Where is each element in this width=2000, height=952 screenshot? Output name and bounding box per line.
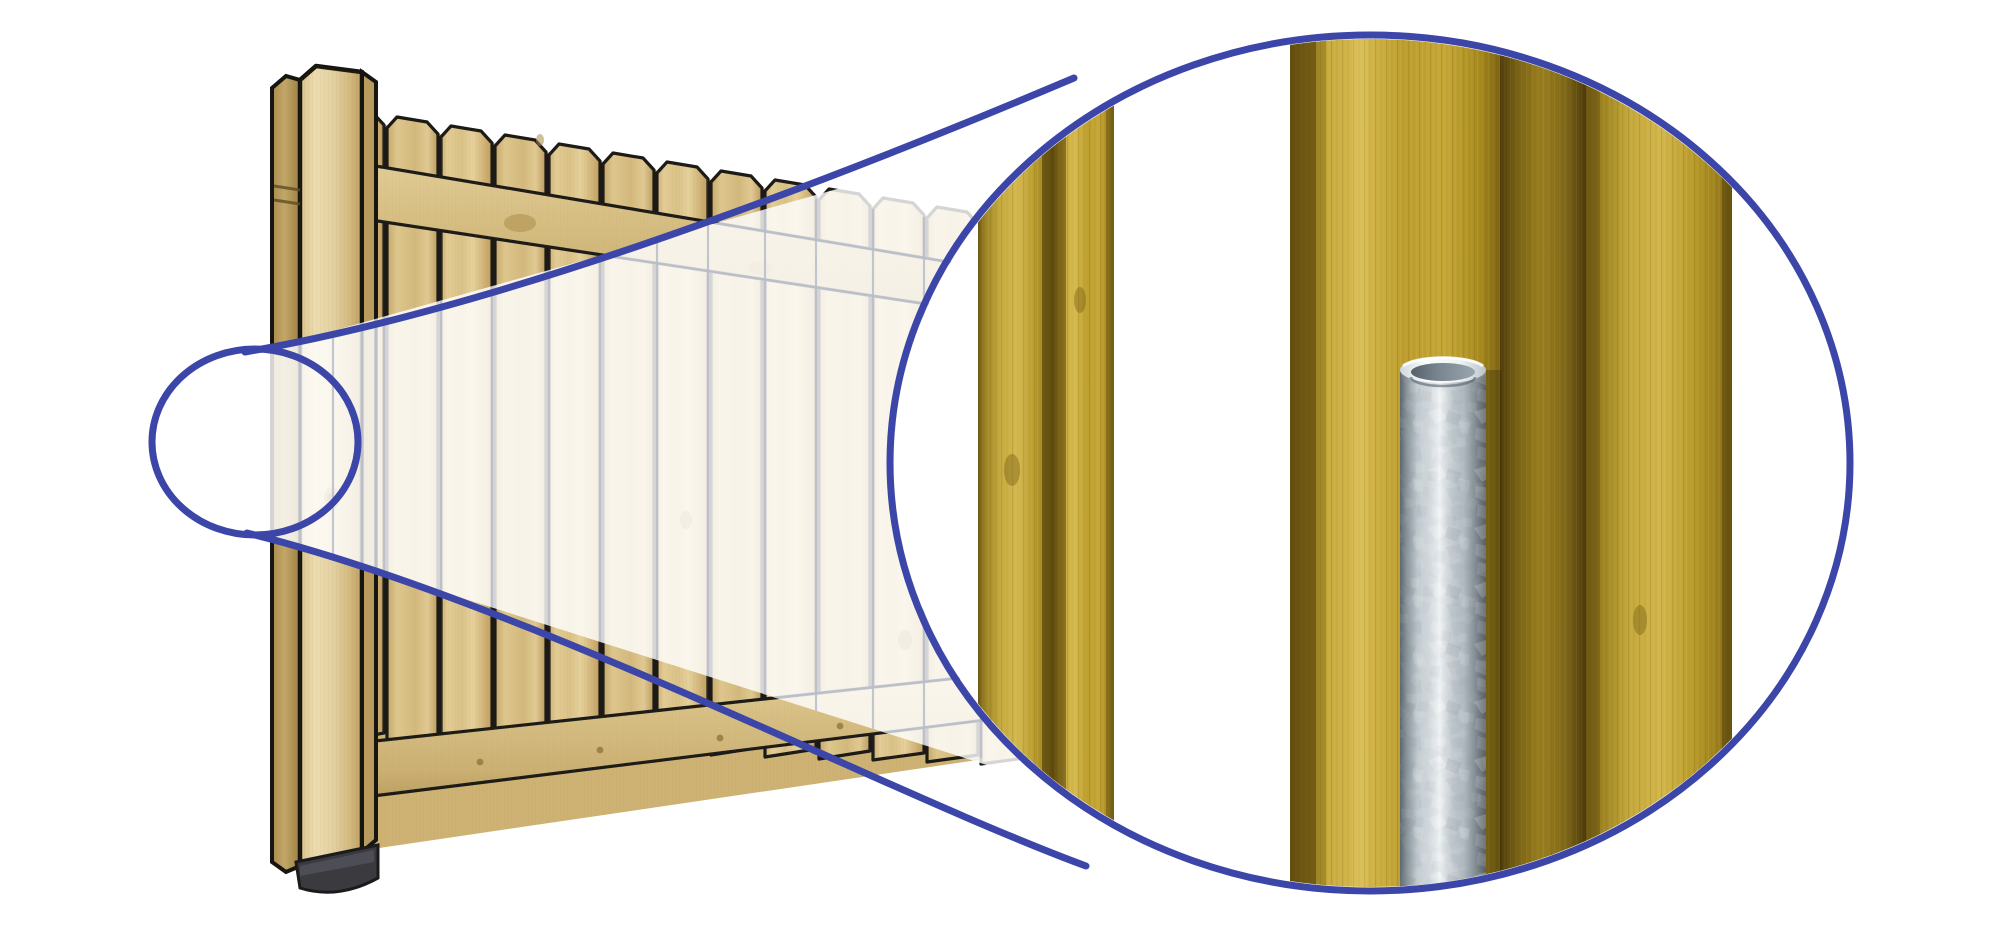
callout-cone-line-bottom — [243, 529, 1090, 870]
post-inner-recess — [1500, 39, 1586, 887]
magnifier-circle — [886, 31, 1854, 895]
pipe-cast-shadow — [1486, 370, 1502, 887]
magnified-wood-knots — [1004, 287, 1647, 693]
callout-source-circle — [148, 345, 362, 539]
callout-cone-line-top — [241, 74, 1078, 356]
galvanized-pipe — [1400, 356, 1486, 887]
post-timber-edge-strip — [1054, 39, 1114, 887]
magnifier-callout — [148, 31, 1854, 895]
post-timber-right — [1586, 39, 1732, 887]
magnified-detail — [894, 39, 1846, 887]
